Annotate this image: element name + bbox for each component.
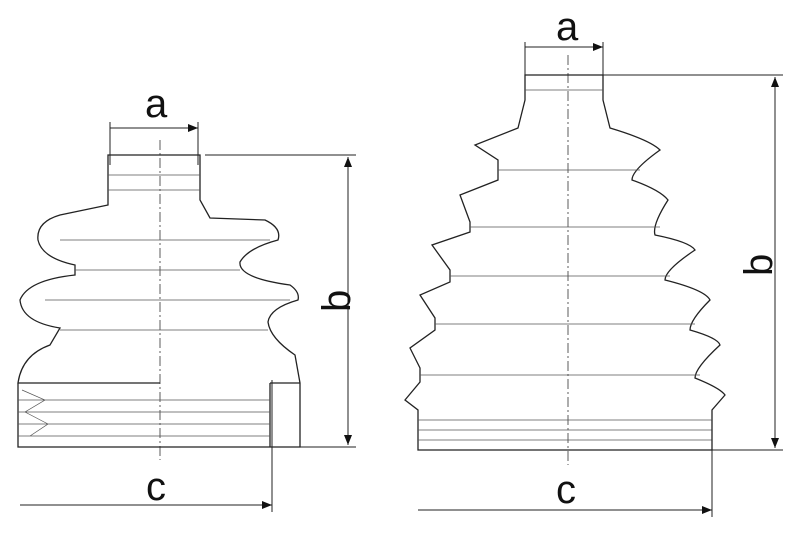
left-dim-c-label: c — [146, 465, 166, 509]
left-boot: a b c — [17, 82, 359, 512]
right-dim-b-label: b — [737, 254, 781, 276]
left-dim-b-label: b — [315, 290, 359, 312]
left-boot-rib-lines — [18, 174, 290, 437]
left-boot-outline — [17, 154, 160, 448]
left-boot-section — [160, 154, 301, 448]
right-dim-a-label: a — [556, 5, 579, 49]
right-boot-outline — [404, 74, 568, 451]
right-boot-rib-lines — [418, 89, 712, 441]
right-boot-section — [568, 74, 726, 451]
right-boot: a b c — [404, 5, 783, 517]
right-dim-c-label: c — [556, 468, 576, 512]
left-dim-a-label: a — [145, 82, 168, 126]
